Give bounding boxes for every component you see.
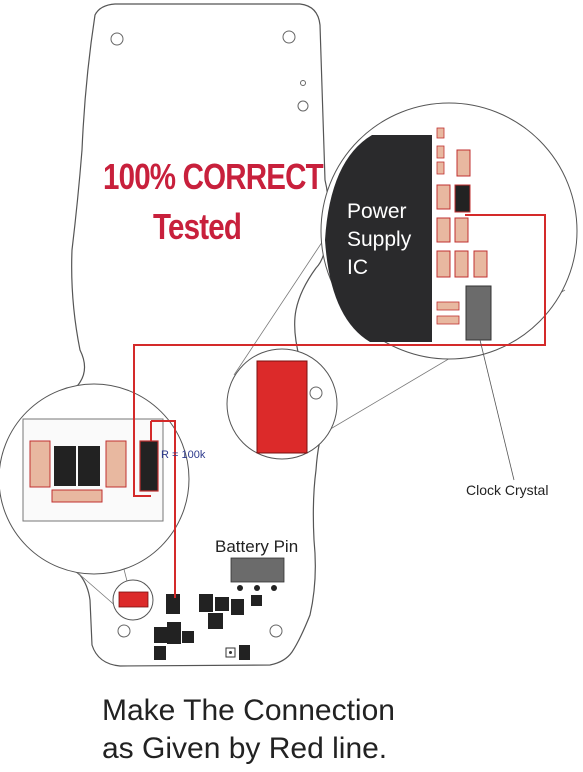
battery-pin-dot [237,585,243,591]
mount-hole [300,80,306,86]
ic-label-supply: Supply [347,228,412,251]
smd-component-dark [454,184,471,213]
smd-component-dark [239,645,250,660]
test-point-dot [229,651,232,654]
red-component [256,360,308,454]
red-jumper-wire [151,420,176,598]
crystal-leader-line [479,339,515,481]
mount-hole [117,624,131,638]
resistor-value-label: R = 100k [161,449,206,461]
mount-hole [309,386,323,400]
small-red-component [118,591,149,608]
smd-pad [436,250,451,278]
mount-hole [269,624,283,638]
smd-component-dark [251,595,262,606]
pcb-outline [57,3,333,667]
smd-component-dark [182,631,194,643]
test-point [225,647,236,658]
smd-pad [436,145,445,159]
smd-pad [436,184,451,210]
battery-pin [230,557,285,583]
red-jumper-wire [133,214,546,497]
smd-pad [29,440,51,488]
smd-pad [456,149,471,177]
power-supply-ic [325,135,432,342]
smd-component-dark [154,646,166,660]
smd-component-dark [166,594,180,614]
smd-pad [436,315,460,325]
smd-pad [454,250,469,278]
smd-pad [454,217,469,243]
clock-crystal-label: Clock Crystal [466,482,549,498]
smd-pad [436,127,445,139]
instruction-line-1: Make The Connection [102,694,395,727]
battery-pin-dot [254,585,260,591]
resistor-100k [139,440,159,492]
smd-component-dark [199,594,213,612]
smd-pad [436,161,445,175]
ic-label-power: Power [347,200,407,223]
headline-tested: Tested [153,206,242,247]
smd-pad [436,301,460,311]
smd-component-dark [54,446,76,486]
smd-pad [105,440,127,488]
headline-correct: 100% CORRECT [103,156,324,197]
battery-pin-label: Battery Pin [215,537,299,556]
smd-component-dark [215,597,229,611]
battery-pin-dot [271,585,277,591]
mount-hole [110,32,124,46]
smd-component-dark [154,627,167,643]
smd-component-dark [167,622,181,644]
mount-hole [282,30,296,44]
smd-pad [473,250,488,278]
smd-pad [436,217,451,243]
smd-component-dark [78,446,100,486]
mount-hole [297,100,309,112]
smd-component-dark [208,613,223,629]
instruction-line-2: as Given by Red line. [102,732,388,765]
smd-pad [51,489,103,503]
ic-label-ic: IC [347,256,368,279]
smd-component-dark [231,599,244,615]
clock-crystal [465,285,492,341]
